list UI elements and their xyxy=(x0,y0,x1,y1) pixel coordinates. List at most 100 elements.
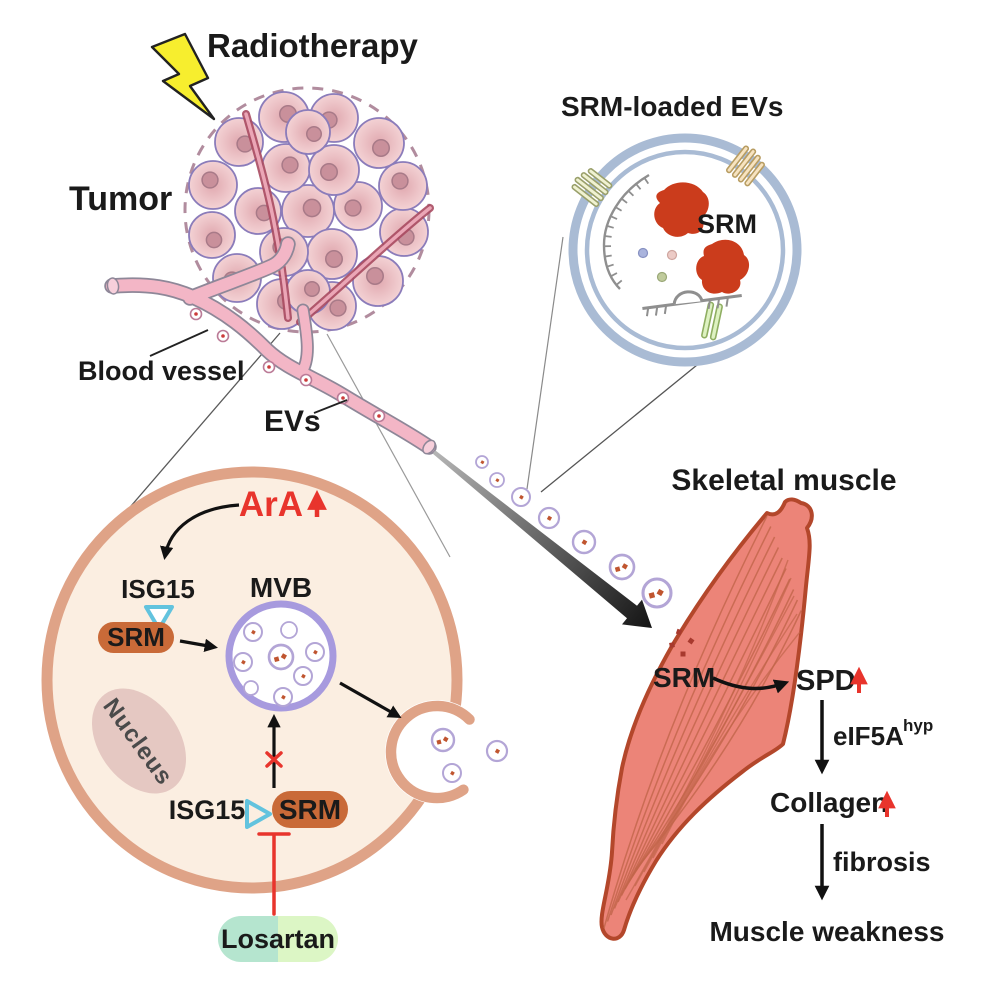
tumor-cell-nucleus xyxy=(303,280,321,298)
ev xyxy=(280,621,298,639)
ev-cargo-dot xyxy=(442,736,449,743)
mvb-label: MVB xyxy=(250,572,312,603)
ev-dot xyxy=(267,365,271,369)
muscle-fiber xyxy=(617,557,783,903)
srm-particles xyxy=(669,628,695,657)
rna-tooth xyxy=(610,215,618,220)
blocked-x-icon xyxy=(265,751,283,768)
srm-chip-top xyxy=(98,622,174,653)
cargo-dot xyxy=(637,247,649,259)
tumor-cell-nucleus xyxy=(205,231,223,249)
srm-loaded-ev: SRM xyxy=(568,133,802,367)
srm-to-spd-arrow xyxy=(712,676,790,694)
rna-tooth xyxy=(615,279,623,286)
spd-label: SPD xyxy=(796,665,856,697)
vessel-evs xyxy=(189,307,386,423)
muscle-fiber xyxy=(620,568,787,896)
ev-cargo-dot xyxy=(621,563,628,570)
rna-tooth xyxy=(606,263,614,268)
tumor-cell-nucleus xyxy=(201,171,219,189)
tumor-cell-nucleus xyxy=(366,267,384,285)
tumor-cell-nucleus xyxy=(344,199,362,217)
srm-top-label: SRM xyxy=(107,622,165,652)
tumor-cell-nucleus xyxy=(325,250,343,268)
mvb-intraluminal-vesicles xyxy=(233,621,325,707)
ev-cargo-dot xyxy=(494,748,501,754)
ev-dot xyxy=(194,312,198,316)
rna-tooth xyxy=(635,183,642,190)
muscle-fiber xyxy=(613,547,780,909)
exocytosis-opening xyxy=(385,700,489,804)
losartan-label: Losartan xyxy=(221,924,335,954)
inhibition-tbar xyxy=(257,832,291,916)
collagen-label: Collagen xyxy=(770,787,888,818)
tumor-cell-nucleus xyxy=(305,125,323,143)
ev-cargo-dot xyxy=(436,739,442,745)
ev-cargo-dot xyxy=(281,694,286,700)
radiotherapy-title: Radiotherapy xyxy=(207,27,419,64)
tumor-cell-nucleus xyxy=(391,172,409,190)
eif5a-label: eIF5A xyxy=(833,721,904,751)
skeletal-muscle-title: Skeletal muscle xyxy=(671,464,896,497)
blood-vessel xyxy=(104,236,437,455)
ev-dot xyxy=(377,414,381,418)
evs-pointer xyxy=(313,399,348,414)
rna-tooth xyxy=(604,254,612,258)
srm-cargo-label: SRM xyxy=(697,209,757,239)
tumor-cell-magnified: ArA ISG15 SRM MVB Nucleus ISG15 SRM xyxy=(41,466,509,962)
tumor-internal-vessels xyxy=(242,110,434,326)
ev-dot xyxy=(341,396,345,400)
ara-label: ArA xyxy=(239,485,303,524)
membrane-fragment-icon xyxy=(642,290,742,317)
muscle-fiber xyxy=(603,515,768,929)
srm-chip-bottom xyxy=(272,791,348,828)
srm-loaded-evs-title: SRM-loaded EVs xyxy=(561,91,783,122)
membrane-protein-icon xyxy=(701,301,723,341)
ev-outer-membrane xyxy=(568,133,802,367)
srm-protein-blob xyxy=(696,239,750,294)
rna-tooth xyxy=(620,197,628,204)
rna-tooth xyxy=(643,177,650,185)
ev-cargo-dot xyxy=(313,649,318,655)
srm-particle xyxy=(687,637,695,645)
eif5a-superscript: hyp xyxy=(903,716,933,735)
ev-cargo-dot xyxy=(301,673,306,679)
ev-cargo-dot xyxy=(450,770,455,776)
losartan-capsule: Losartan xyxy=(218,916,338,962)
muscle-fiber xyxy=(643,595,795,873)
blood-vessel-pointer xyxy=(149,329,209,357)
muscle-pathway: SRM SPD eIF5A hyp Collagen fibrosis Musc… xyxy=(653,662,945,947)
skeletal-muscle-group xyxy=(599,497,814,941)
blood-vessel-label: Blood vessel xyxy=(78,356,245,386)
vessel-open-end-right xyxy=(422,439,436,455)
ev xyxy=(243,680,259,696)
membrane-protein-icon xyxy=(571,168,613,208)
srm-to-mvb-arrow xyxy=(179,638,218,652)
muscle-fiber xyxy=(631,599,799,877)
muscle-weakness-label: Muscle weakness xyxy=(709,916,944,947)
ev-cargo-dot xyxy=(648,592,656,599)
isg15-triangle-icon xyxy=(144,605,174,631)
muscle-fiber xyxy=(634,577,792,887)
srm-particle xyxy=(669,642,675,648)
cargo-dot xyxy=(666,249,678,261)
tumor-cell-nucleus xyxy=(281,156,299,174)
rna-hairpin-teeth xyxy=(603,177,650,286)
srm-protein-blob xyxy=(654,182,709,237)
ev-cargo-dot xyxy=(480,460,485,465)
tumor-cell-nucleus xyxy=(320,163,338,181)
lightning-bolt-icon xyxy=(150,32,216,121)
srm-particle xyxy=(675,628,683,636)
endosome-cup-membrane xyxy=(385,700,475,804)
tumor-cell-nucleus xyxy=(302,198,322,218)
fibrosis-label: fibrosis xyxy=(833,847,931,877)
ev-cargo-dot xyxy=(614,566,621,573)
ev-inner-membrane xyxy=(584,149,786,351)
muscle-fiber xyxy=(652,613,798,859)
rna-tooth xyxy=(615,206,623,212)
ev-cargo-dot xyxy=(519,494,524,500)
rna-tooth xyxy=(610,272,618,278)
muscle-fiber xyxy=(625,559,789,901)
tumor-vessel-lumen xyxy=(298,206,432,324)
evs-label: EVs xyxy=(264,405,321,438)
